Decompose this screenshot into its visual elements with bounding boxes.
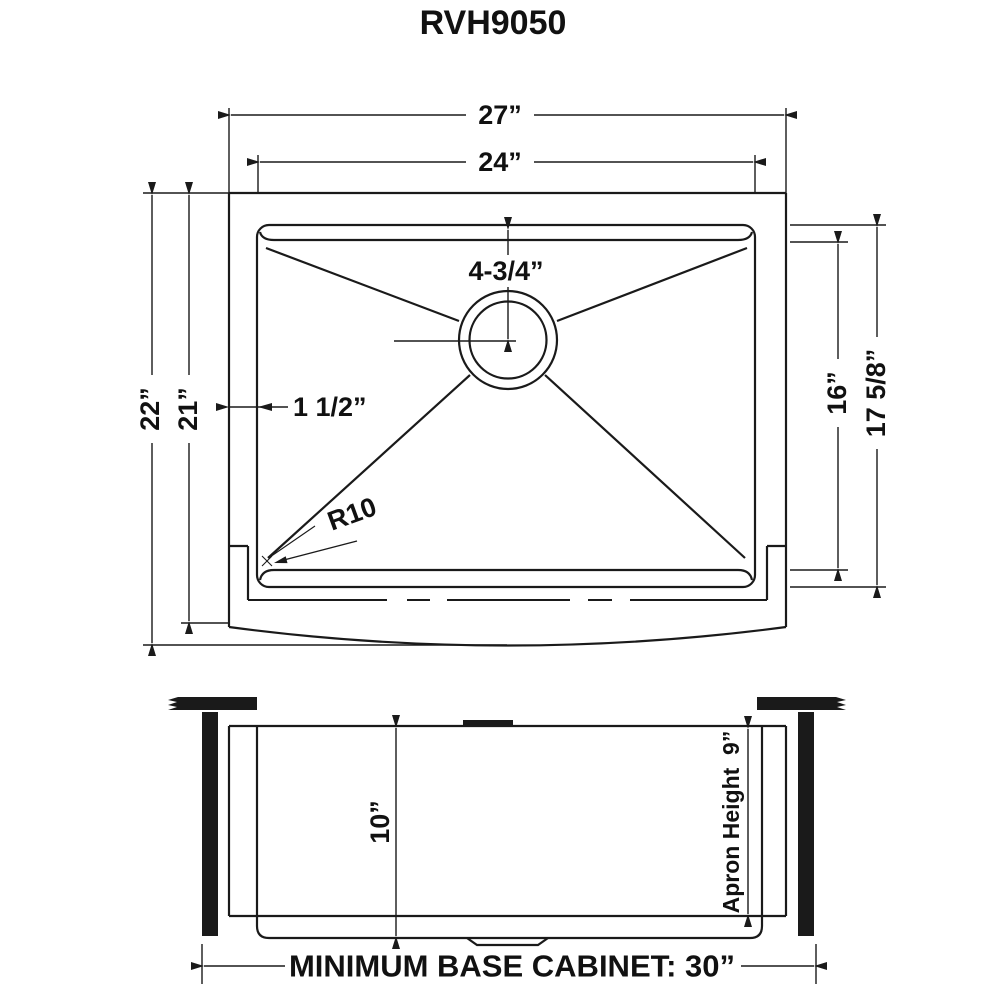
bowl-crease-top-right [556, 246, 748, 323]
dim-rim-width: 1 1/2” [216, 392, 367, 422]
dim-depth-inner: 21” [172, 182, 229, 634]
dim-drain-offset: 4-3/4” [457, 217, 557, 352]
dim-label-16: 16” [822, 371, 852, 415]
dim-label-21-group: 21” [172, 375, 204, 443]
sink-outer-outline [227, 191, 788, 647]
dim-width-bowl: 24” [247, 146, 766, 192]
apron-front-curve [228, 625, 787, 647]
bowl-outline [255, 223, 757, 589]
dim-label-10: 10” [365, 800, 395, 844]
dim-label-24: 24” [478, 147, 522, 177]
label-backing [172, 375, 204, 443]
label-backing [466, 146, 534, 177]
sink-front-outline [227, 720, 788, 947]
dim-label-17-5-8: 17 5/8” [861, 349, 891, 438]
bowl-crease-top-left [265, 246, 460, 323]
dim-label-rim: 1 1/2” [293, 392, 367, 422]
dim-bowl-depth: 10” [365, 715, 400, 949]
dim-label-22: 22” [135, 387, 165, 431]
dim-label-apron-height: Apron Height 9” [718, 731, 744, 914]
arrowhead [274, 556, 288, 564]
dim-label-21: 21” [173, 387, 203, 431]
bowl-crease-bottom-left [267, 374, 471, 559]
cabinet-wall-right [798, 712, 814, 936]
bowl-inner-bottom-line [258, 568, 754, 581]
label-backing [134, 375, 166, 443]
dim-label-base-cabinet: MINIMUM BASE CABINET: 30” [289, 949, 735, 984]
front-view: 10” Apron Height 9” MINIMUM BASE CABINET… [168, 697, 846, 984]
dim-label-27: 27” [478, 100, 522, 130]
radius-center-mark [261, 555, 273, 567]
label-backing [466, 99, 534, 130]
drawing-title: RVH9050 [420, 4, 567, 42]
leader-line [269, 525, 316, 558]
label-backing [457, 255, 557, 287]
dim-label-drain-offset: 4-3/4” [468, 256, 543, 286]
dim-bowl-bottom-depth: 16” [790, 231, 853, 581]
dim-base-cabinet: MINIMUM BASE CABINET: 30” [191, 944, 827, 984]
countertop-section-left [168, 697, 257, 710]
top-view: 27” 24” 22” 21” [134, 99, 892, 656]
dim-label-16-group: 16” [821, 359, 853, 427]
dim-depth-overall: 22” [134, 182, 507, 656]
dim-apron-height: Apron Height 9” [718, 716, 752, 927]
dim-width-overall: 27” [218, 99, 797, 193]
dim-bowl-top-depth: 17 5/8” [790, 214, 892, 598]
dim-label-22-group: 22” [134, 375, 166, 443]
bowl-profile [255, 726, 764, 940]
dim-label-radius: R10 [324, 491, 381, 536]
bowl-crease-bottom-right [544, 374, 746, 559]
leader-arrow-line [279, 540, 358, 562]
cabinet-wall-left [202, 712, 218, 936]
label-backing [860, 337, 892, 449]
label-backing [821, 359, 853, 427]
arrowhead [258, 403, 272, 411]
countertop-section-right [757, 697, 846, 710]
drain-bump [466, 937, 549, 947]
bowl-inner-top-line [258, 231, 754, 242]
radius-callout: R10 [261, 491, 381, 567]
dim-label-17-group: 17 5/8” [860, 337, 892, 449]
rim-top-tab [463, 720, 513, 727]
